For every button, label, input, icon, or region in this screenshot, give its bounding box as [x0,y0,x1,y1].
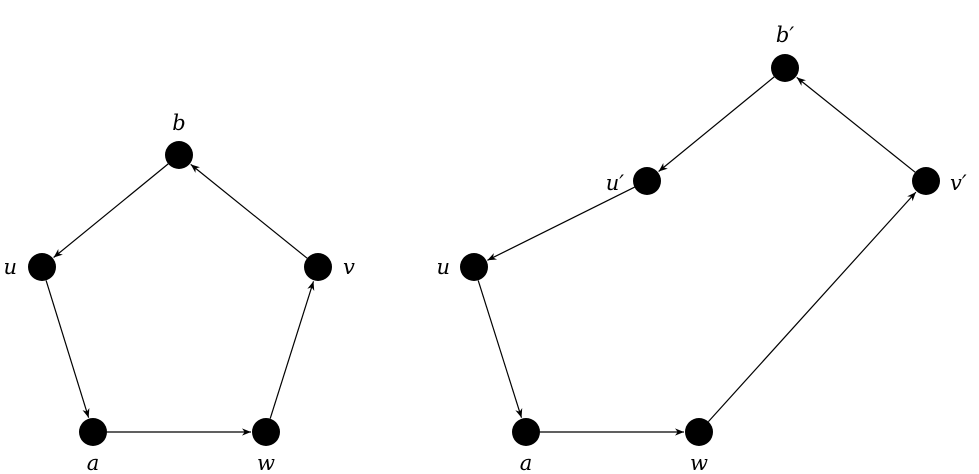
node-label-a: a [87,451,100,474]
edge-b-to-u [53,163,169,258]
node-w [252,418,280,446]
hexagon-graph: b′ u′ v′ u a w [436,23,966,474]
node-u [460,253,488,281]
edge-u-to-a [45,280,90,418]
node-w [685,418,713,446]
edge-v2-to-b2 [796,76,916,173]
node-label-w: w [690,451,708,474]
node-v2 [912,167,940,195]
node-v [304,253,332,281]
node-label-b2: b′ [776,23,794,47]
edge-w-to-v [269,281,315,419]
node-label-v: v [343,255,355,279]
node-label-u2: u′ [606,171,625,195]
node-a [79,418,107,446]
edge-v-to-b [190,163,308,259]
node-label-u: u [3,255,17,279]
node-b2 [771,54,799,82]
pentagon-graph: b u v a w [3,111,355,474]
node-b [165,141,193,169]
node-label-v2: v′ [950,171,967,195]
edge-w-to-v2 [707,191,917,423]
node-u2 [633,167,661,195]
node-label-u: u [436,255,450,279]
edge-u2-to-u [487,186,635,261]
node-label-w: w [257,451,275,474]
edge-b2-to-u2 [658,76,775,172]
node-a [512,418,540,446]
node-label-a: a [520,451,533,474]
node-label-b: b [172,111,185,135]
edge-u-to-a [477,280,523,418]
node-u [28,253,56,281]
